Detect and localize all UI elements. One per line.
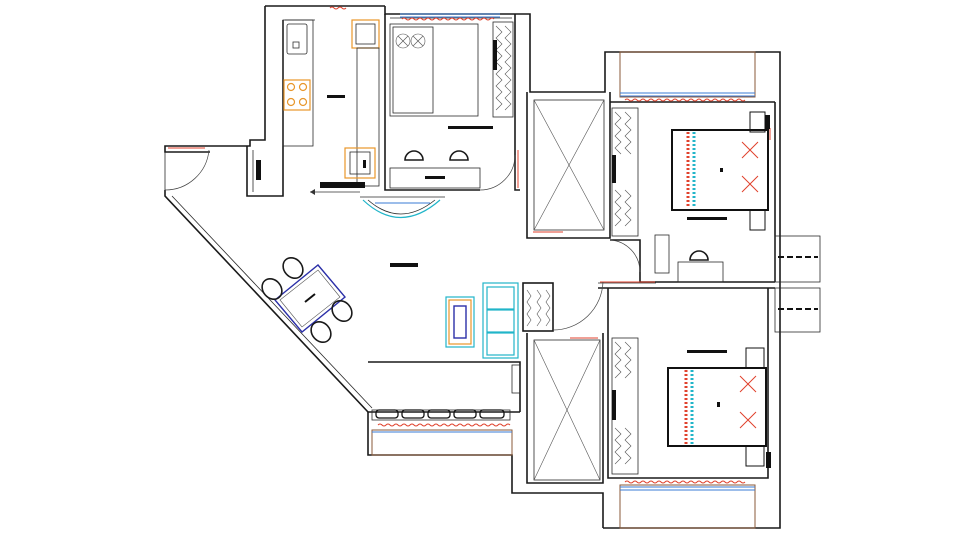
- room-label-bedroom-2: [687, 350, 727, 353]
- bathroom-2: [533, 339, 601, 481]
- windows: [371, 13, 821, 529]
- coffee-table: [445, 296, 475, 348]
- bed-icon: [671, 129, 769, 211]
- living-dining: [261, 256, 604, 421]
- room-label-bedroom-1: [687, 217, 727, 220]
- room-label-study: [448, 126, 493, 129]
- bed-icon: [667, 367, 767, 447]
- dining-table: [261, 256, 353, 344]
- outer-walls: [164, 5, 781, 529]
- kitchen: [256, 19, 380, 195]
- room-label-kitchen: [327, 95, 345, 98]
- stove-icon: [283, 79, 311, 111]
- room-label-living: [390, 263, 418, 267]
- bedroom-2: [611, 337, 771, 475]
- lamp-icon: [395, 33, 426, 49]
- bathroom-1: [533, 99, 641, 273]
- entrance-door: [164, 149, 210, 191]
- fridge-icon: [351, 19, 380, 49]
- red-accents: [168, 6, 771, 484]
- sofa: [482, 282, 519, 359]
- tv-bench: [371, 364, 521, 421]
- chair-icon: [261, 256, 353, 344]
- chair-icon: [404, 150, 469, 161]
- interior-walls: [282, 14, 776, 484]
- washer-icon: [344, 147, 376, 179]
- study-room: [360, 21, 516, 219]
- bedroom-1: [611, 107, 770, 283]
